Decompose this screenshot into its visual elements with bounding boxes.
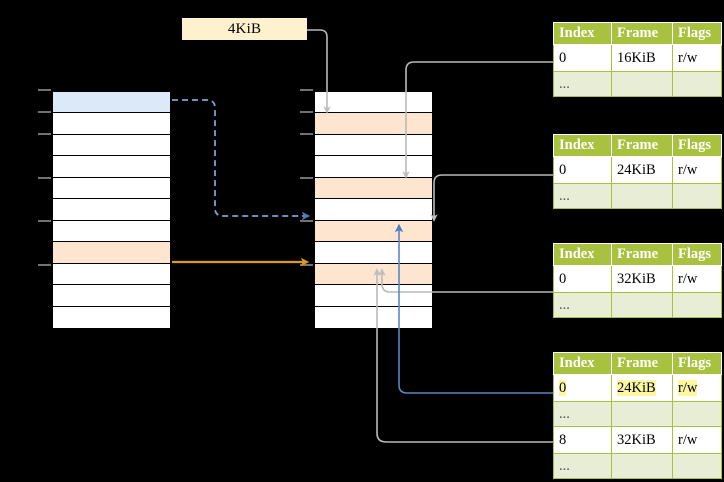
column-header-frame: Frame xyxy=(611,22,673,45)
table-row[interactable]: ... xyxy=(553,453,722,479)
size-label-4kib: 4KiB xyxy=(182,18,307,40)
highlighted-value: 0 xyxy=(559,379,567,396)
column-header-frame: Frame xyxy=(611,134,673,157)
column-header-flags: Flags xyxy=(672,134,722,157)
column-header-index: Index xyxy=(553,134,612,157)
virtual-page-row xyxy=(53,220,170,243)
virtual-page-row xyxy=(53,306,170,328)
table-cell xyxy=(611,71,673,97)
virtual-address-space-column xyxy=(51,90,172,330)
virtual-page-row xyxy=(53,242,170,264)
left-column-ticks xyxy=(38,89,51,266)
table-cell: ... xyxy=(553,453,612,479)
virtual-page-row xyxy=(53,199,170,221)
physical-frame-row xyxy=(315,285,432,307)
physical-frame-row xyxy=(315,177,432,200)
table-row[interactable]: ... xyxy=(553,401,722,427)
physical-frame-row xyxy=(315,113,432,135)
table-cell xyxy=(672,71,722,97)
table-cell: 24KiB xyxy=(611,374,673,402)
highlighted-value: 24KiB xyxy=(617,379,656,396)
column-header-frame: Frame xyxy=(611,243,673,266)
table-row[interactable]: 0 24KiB r/w xyxy=(553,374,722,402)
column-header-flags: Flags xyxy=(672,352,722,375)
virtual-page-row xyxy=(53,285,170,307)
virtual-page-row xyxy=(53,177,170,200)
table-cell xyxy=(672,292,722,318)
column-header-flags: Flags xyxy=(672,243,722,266)
table-cell: r/w xyxy=(672,374,722,402)
table-cell: r/w xyxy=(672,426,722,454)
table-cell: 24KiB xyxy=(611,156,673,184)
column-header-index: Index xyxy=(553,22,612,45)
table-cell: ... xyxy=(553,183,612,209)
table-cell: 32KiB xyxy=(611,426,673,454)
table-cell: r/w xyxy=(672,44,722,72)
table-cell: 16KiB xyxy=(611,44,673,72)
table-cell xyxy=(611,453,673,479)
table-cell xyxy=(611,401,673,427)
table-cell xyxy=(672,183,722,209)
connector-pt2-to-memory xyxy=(430,174,553,222)
arrow-virtual-page-to-frame-dashed xyxy=(172,99,311,221)
physical-frame-row xyxy=(315,242,432,264)
table-cell: 0 xyxy=(553,156,612,184)
table-cell xyxy=(611,183,673,209)
virtual-page-row xyxy=(53,134,170,157)
physical-frame-row xyxy=(315,92,432,114)
table-cell: r/w xyxy=(672,265,722,293)
table-row[interactable]: ... xyxy=(553,71,722,97)
table-cell: 0 xyxy=(553,374,612,402)
physical-frame-row xyxy=(315,199,432,221)
column-header-index: Index xyxy=(553,352,612,375)
table-cell: r/w xyxy=(672,156,722,184)
middle-column-ticks xyxy=(300,89,313,266)
table-cell: 0 xyxy=(553,44,612,72)
physical-frame-row xyxy=(315,263,432,286)
table-cell xyxy=(672,453,722,479)
table-cell: ... xyxy=(553,292,612,318)
table-row[interactable]: ... xyxy=(553,183,722,209)
physical-frame-row xyxy=(315,156,432,178)
virtual-page-row xyxy=(53,263,170,286)
table-cell: 32KiB xyxy=(611,265,673,293)
table-cell xyxy=(611,292,673,318)
virtual-page-row xyxy=(53,92,170,114)
size-label-text: 4KiB xyxy=(227,20,262,37)
column-header-index: Index xyxy=(553,243,612,266)
physical-frame-row xyxy=(315,306,432,328)
column-header-frame: Frame xyxy=(611,352,673,375)
highlighted-value: r/w xyxy=(678,379,698,396)
virtual-page-row xyxy=(53,156,170,178)
virtual-page-row xyxy=(53,113,170,135)
table-cell xyxy=(672,401,722,427)
physical-frame-row xyxy=(315,220,432,243)
table-row[interactable]: ... xyxy=(553,292,722,318)
table-cell: 8 xyxy=(553,426,612,454)
table-cell: 0 xyxy=(553,265,612,293)
table-cell: ... xyxy=(553,71,612,97)
column-header-flags: Flags xyxy=(672,22,722,45)
physical-memory-column xyxy=(313,90,434,330)
table-cell: ... xyxy=(553,401,612,427)
physical-frame-row xyxy=(315,134,432,157)
